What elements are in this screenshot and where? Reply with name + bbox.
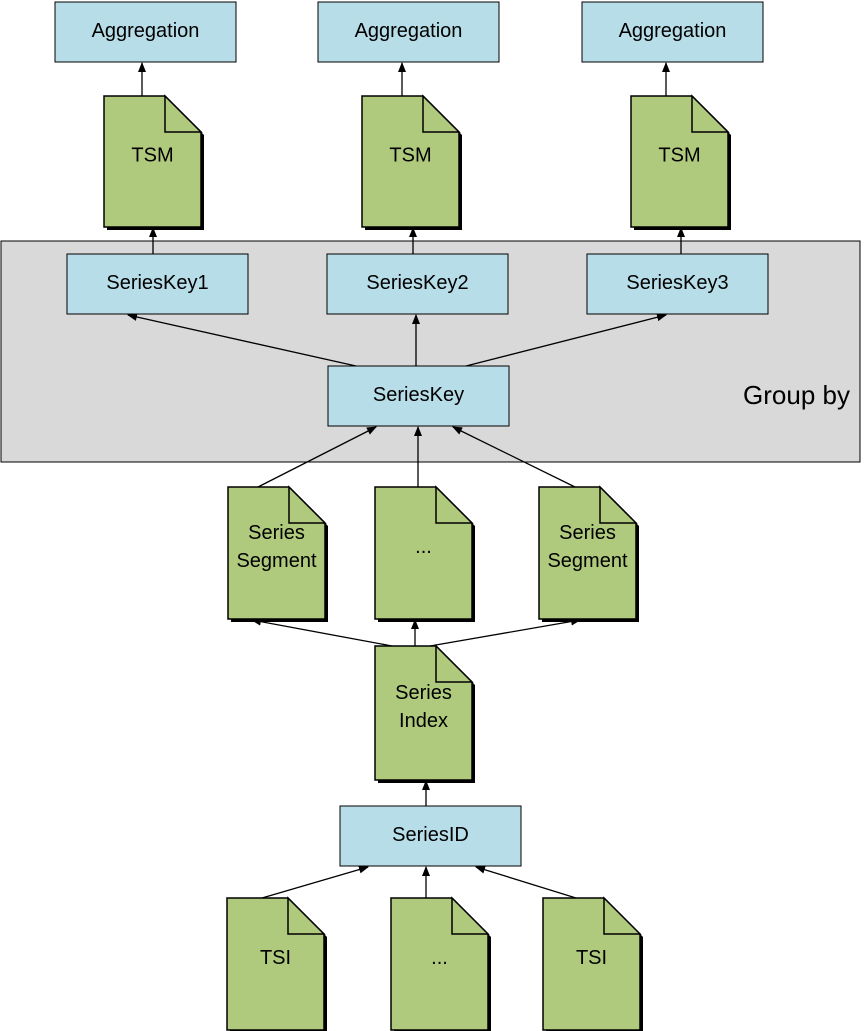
node-sk3-box [586,253,769,315]
node-sk-box [327,365,510,427]
node-tsi1: TSI [226,896,327,1031]
node-tsm1: TSM [103,94,204,230]
edge-seg1-to-sk [257,426,377,488]
node-tsi3-fold [603,896,642,935]
node-seg2: ... [374,485,475,622]
node-tsm2: TSM [361,94,462,230]
node-sk1: SeriesKey1 [66,253,249,315]
node-sid-label: SeriesID [392,824,469,846]
node-tsm1-label: TSM [131,145,173,167]
node-tsm2-fold [422,94,461,133]
node-tsi3-label: TSI [576,947,607,969]
node-agg2-label: Aggregation [355,20,463,42]
edge-idx-to-seg1 [251,617,393,647]
node-tsm1-fold [164,94,203,133]
node-sk1-box [66,253,249,315]
node-agg3-box [581,1,764,63]
node-seg3-label: Segment [547,550,627,572]
edge-tsi1-to-sid [261,865,369,899]
node-sk-label: SeriesKey [373,384,464,406]
node-sk1-label: SeriesKey1 [106,272,208,294]
node-agg1: Aggregation [54,1,237,63]
edge-idx-to-seg3 [429,617,581,647]
node-tsm3-fold [691,94,730,133]
edge-seg3-to-sk [452,426,576,488]
node-tsm2-label: TSM [389,145,431,167]
node-idx-fold [435,644,474,683]
node-tsi2-fold [451,896,490,935]
node-sk3-label: SeriesKey3 [626,272,728,294]
node-sk3: SeriesKey3 [586,253,769,315]
node-seg2-fold [435,485,474,524]
node-agg1-box [54,1,237,63]
node-sid: SeriesID [339,805,522,867]
node-seg1-label: Segment [236,550,316,572]
node-tsm3: TSM [630,94,731,230]
node-agg2-box [317,1,500,63]
node-tsi1-fold [287,896,326,935]
node-agg2: Aggregation [317,1,500,63]
node-tsm3-label: TSM [658,145,700,167]
node-tsi1-label: TSI [260,947,291,969]
node-seg3-fold [599,485,638,524]
edges-layer [127,62,685,899]
node-agg3: Aggregation [581,1,764,63]
node-tsi3: TSI [542,896,643,1031]
node-agg3-label: Aggregation [619,20,727,42]
node-tsi2-label: ... [431,947,448,969]
edge-sk-to-sk1 [127,313,357,367]
node-sk: SeriesKey [327,365,510,427]
node-sid-box [339,805,522,867]
node-sk2-label: SeriesKey2 [366,272,468,294]
node-idx-label: Series [395,682,452,704]
group-by-label: Group by [743,380,850,410]
node-tsi2: ... [390,896,491,1031]
node-seg3-label: Series [559,522,616,544]
edge-tsi3-to-sid [475,865,577,899]
node-seg1-fold [288,485,327,524]
node-sk2-box [326,253,509,315]
edge-sk-to-sk3 [465,313,667,367]
node-seg1-label: Series [248,522,305,544]
node-agg1-label: Aggregation [92,20,200,42]
node-seg2-label: ... [415,536,432,558]
node-sk2: SeriesKey2 [326,253,509,315]
node-idx-label: Index [399,710,448,732]
